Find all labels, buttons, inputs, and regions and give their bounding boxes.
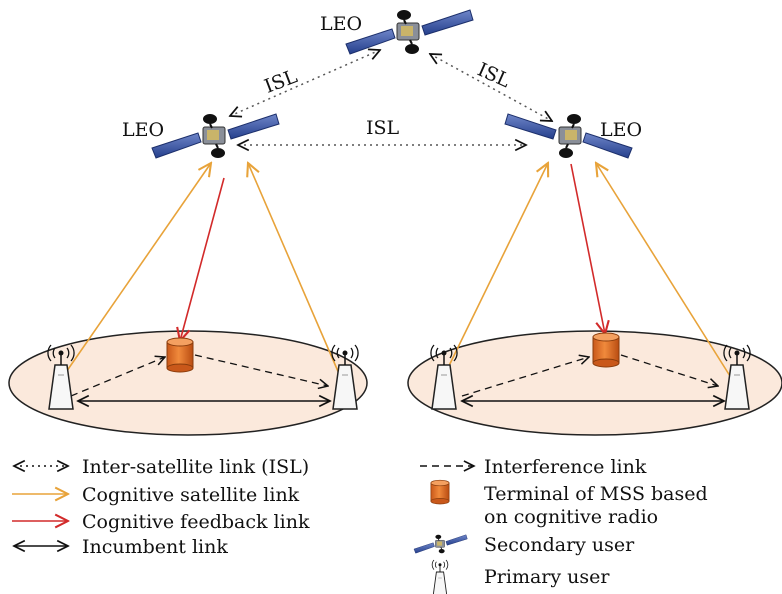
legend-isl-label: Inter-satellite link (ISL) [82, 456, 309, 478]
legend-terminal-icon [430, 479, 450, 505]
satellite-top-icon [345, 9, 474, 55]
legend-feedback-link-label: Cognitive feedback link [82, 511, 310, 533]
interference-links [70, 354, 718, 397]
legend-terminal-label-2: on cognitive radio [484, 506, 658, 528]
label-leo-right: LEO [600, 119, 642, 141]
feedback-link-right [570, 163, 605, 334]
legend-interference-label: Interference link [484, 456, 647, 478]
label-leo-top: LEO [320, 13, 362, 35]
legend-left: Inter-satellite link (ISL) Cognitive sat… [12, 456, 310, 558]
legend-incumbent-link-label: Incumbent link [82, 536, 228, 558]
feedback-link-left [180, 177, 225, 341]
mss-terminal-right-icon [592, 332, 620, 368]
label-isl-left: ISL [261, 65, 300, 98]
legend-primary-user-label: Primary user [484, 566, 610, 588]
mss-terminal-left-icon [166, 337, 194, 373]
satellite-left-icon [151, 113, 280, 159]
cell-right [407, 330, 782, 436]
legend-secondary-user-icon [413, 534, 468, 554]
isl-links [230, 50, 552, 145]
label-isl-right: ISL [474, 59, 514, 93]
legend-terminal-label-1: Terminal of MSS based [484, 483, 708, 505]
legend-right: Interference link Terminal of MSS based … [413, 456, 708, 594]
label-isl-middle: ISL [366, 117, 400, 139]
legend-secondary-user-label: Secondary user [484, 534, 635, 556]
cognitive-satellite-links [61, 163, 731, 379]
legend-primary-user-icon [431, 559, 449, 594]
label-leo-left: LEO [122, 119, 164, 141]
legend-cognitive-link-label: Cognitive satellite link [82, 484, 300, 506]
